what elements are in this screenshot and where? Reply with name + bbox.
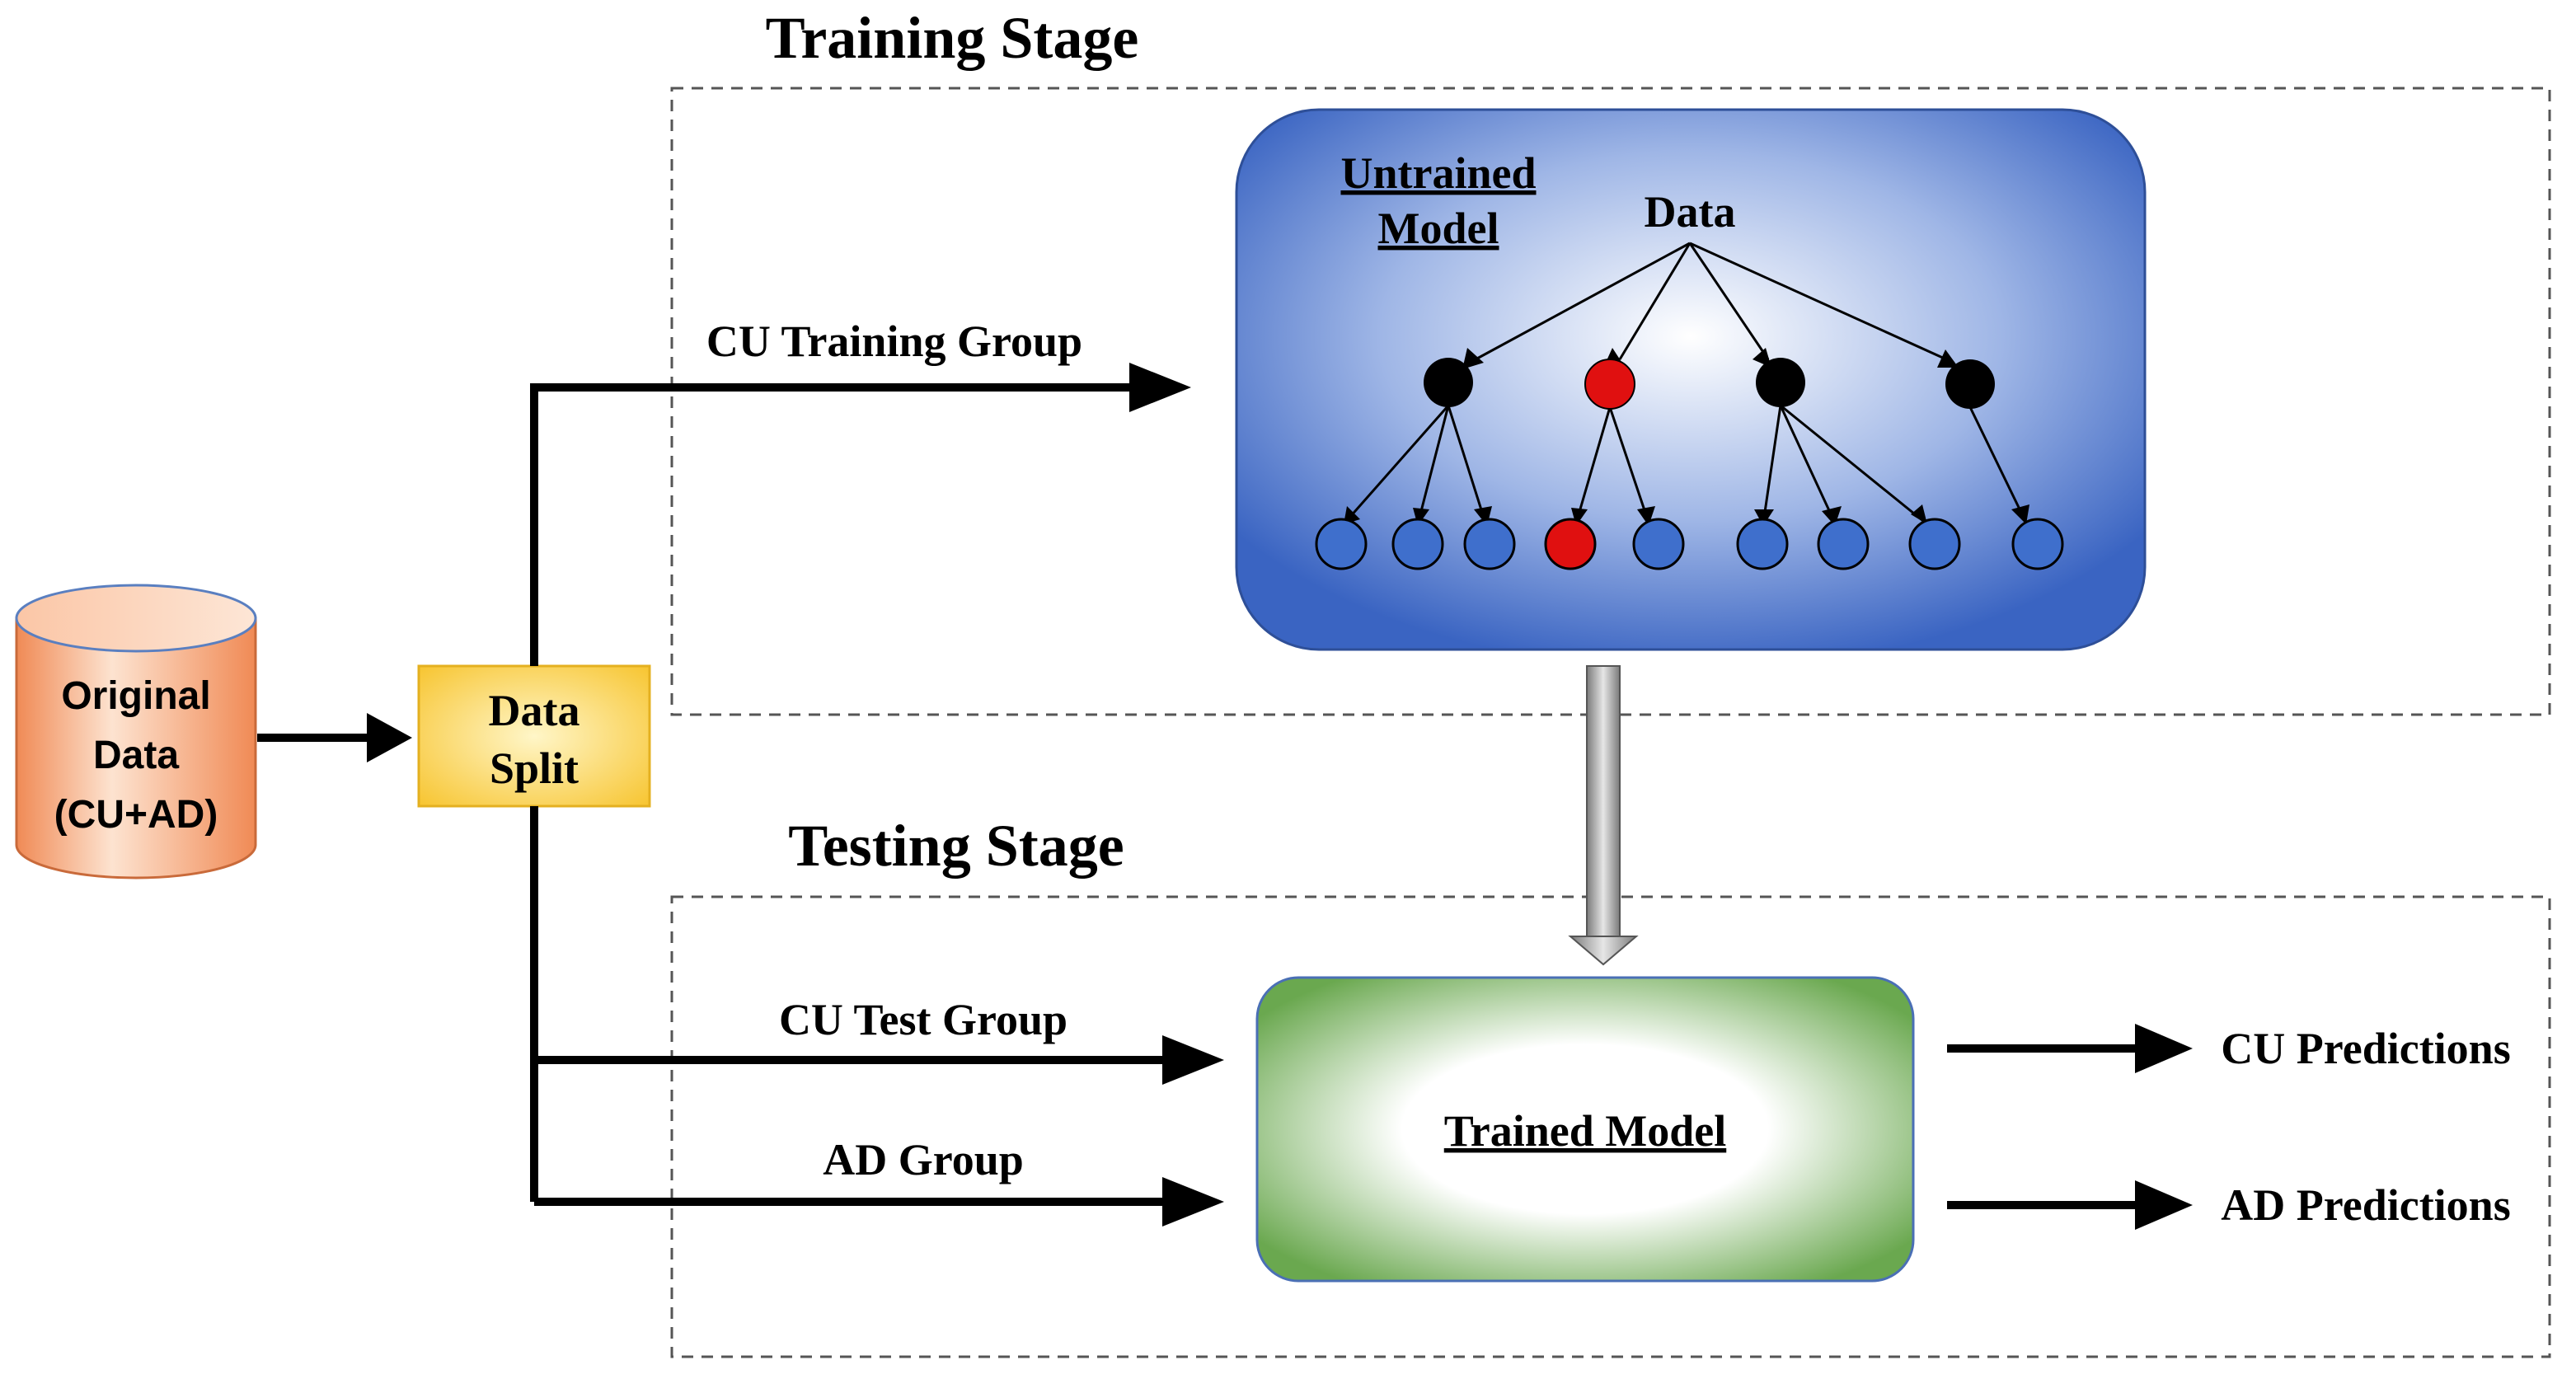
tree-root-label: Data [1645,187,1736,237]
testing-stage-title: Testing Stage [788,813,1124,879]
original-data-cylinder: Original Data (CU+AD) [15,584,257,879]
training-stage-title: Training Stage [766,5,1139,71]
untrained-model-title-line2: Model [1378,204,1499,253]
arrow-ad-predictions-head [2135,1180,2193,1230]
arrow-cu-training-head [1129,363,1191,412]
original-data-label-line2: Data [93,734,179,777]
tree-node-leaf [1315,518,1368,570]
data-split-label-line2: Split [490,743,579,793]
tree-node-leaf [1632,518,1685,570]
ad-predictions-label: AD Predictions [2221,1180,2510,1230]
data-split-box [417,664,651,808]
tree-node-internal-highlighted [1584,359,1635,410]
trained-model-box [1255,976,1915,1283]
original-data-label-line3: (CU+AD) [54,793,218,837]
arrow-cu-predictions-head [2135,1024,2193,1073]
ad-group-label: AD Group [823,1135,1024,1184]
cu-predictions-label: CU Predictions [2221,1024,2510,1073]
data-split-label-line1: Data [489,686,580,735]
untrained-model-title-line1: Untrained [1340,148,1536,198]
trained-model-label: Trained Model [1444,1106,1726,1156]
tree-node-leaf-highlighted [1544,518,1597,570]
arrow-source-to-split-head [367,713,412,762]
training-to-trained-arrow [1568,665,1639,966]
cu-test-group-label: CU Test Group [779,995,1067,1044]
tree-node-leaf [2011,518,2064,570]
tree-node-leaf [1463,518,1516,570]
arrow-cu-test-head [1162,1035,1224,1085]
arrow-ad-group-head [1162,1177,1224,1227]
tree-node-internal [1945,359,1995,409]
tree-node-internal [1424,358,1473,407]
tree-node-leaf [1817,518,1870,570]
original-data-label-line1: Original [61,674,210,718]
tree-node-internal [1756,358,1805,407]
tree-node-leaf [1391,518,1444,570]
tree-edges [1348,242,2025,523]
tree-node-leaf [1908,518,1961,570]
tree-node-leaf [1736,518,1789,570]
split-connectors [530,383,1171,1206]
cu-training-group-label: CU Training Group [706,317,1082,366]
